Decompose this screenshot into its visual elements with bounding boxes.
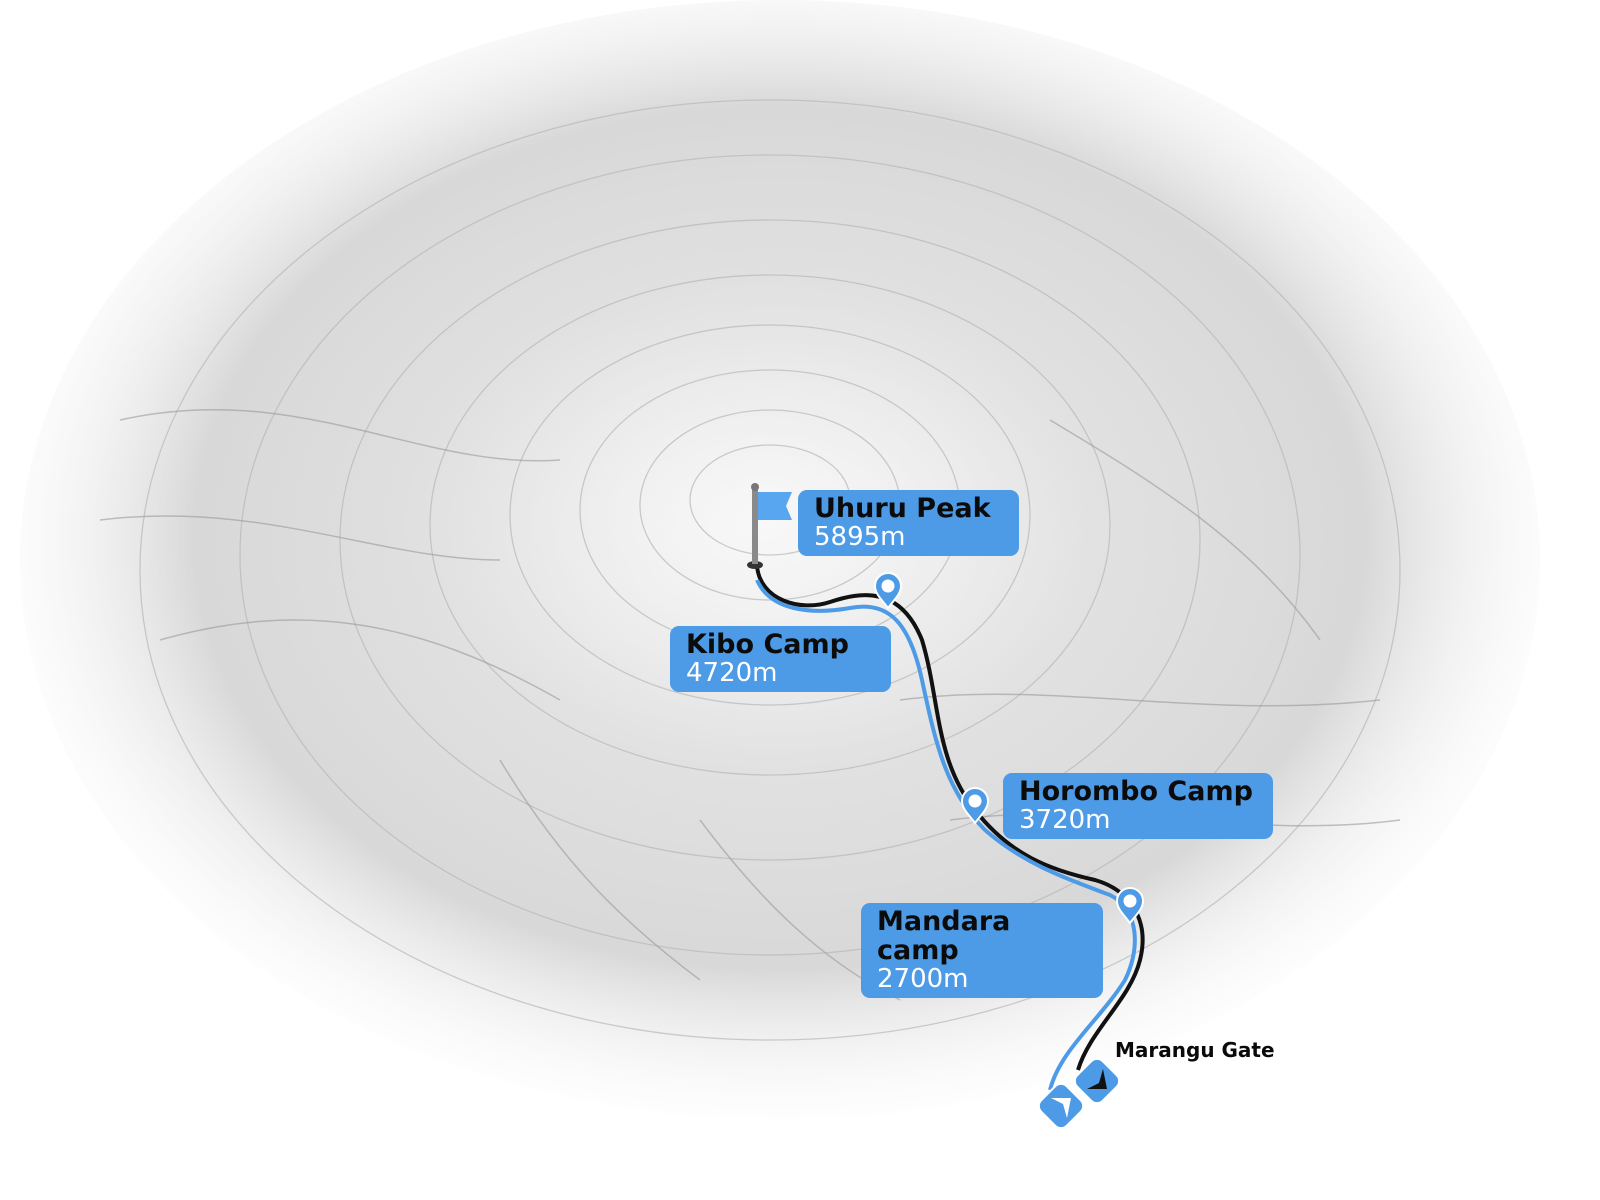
waypoint-label-mandara-camp: Mandara camp 2700m (861, 903, 1103, 998)
descent-arrow-icon (1073, 1057, 1121, 1105)
horombo-camp-pin-icon (960, 787, 990, 825)
waypoint-name: Uhuru Peak (814, 493, 991, 524)
summit-flag-icon (747, 483, 792, 569)
waypoint-name: Kibo Camp (686, 629, 849, 660)
waypoint-elevation: 4720m (686, 658, 778, 688)
ascent-arrow-icon (1037, 1082, 1085, 1130)
kibo-camp-pin-icon (873, 572, 903, 610)
waypoint-label-uhuru-peak: Uhuru Peak 5895m (798, 490, 1019, 556)
marangu-gate-label: Marangu Gate (1115, 1038, 1275, 1062)
waypoint-elevation: 3720m (1019, 805, 1111, 835)
waypoint-label-horombo-camp: Horombo Camp 3720m (1003, 773, 1273, 839)
waypoint-elevation: 5895m (814, 522, 906, 552)
waypoint-elevation: 2700m (877, 964, 969, 994)
waypoint-label-kibo-camp: Kibo Camp 4720m (670, 626, 891, 692)
waypoint-name: Mandara camp (877, 906, 1011, 966)
mandara-camp-pin-icon (1115, 887, 1145, 925)
ascent-route-line (755, 579, 1137, 1091)
waypoint-name: Horombo Camp (1019, 776, 1253, 807)
